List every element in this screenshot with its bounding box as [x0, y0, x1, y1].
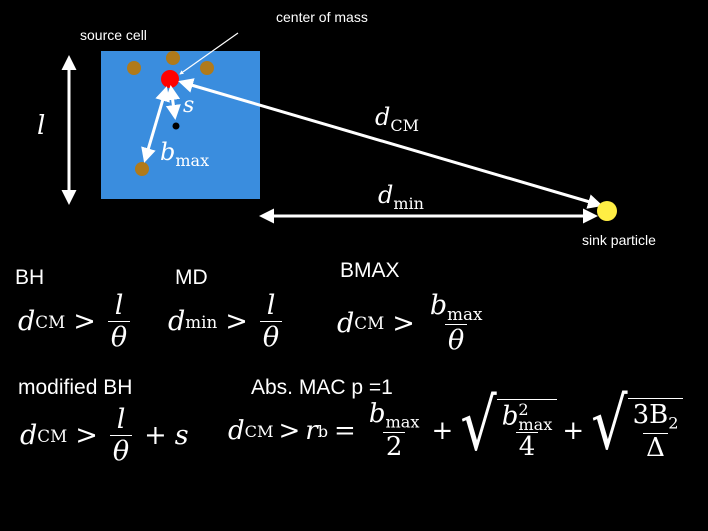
fraction: bmax 2: [366, 398, 423, 463]
particle: [166, 51, 180, 65]
math-sub: min: [185, 311, 218, 332]
denominator: θ: [107, 321, 131, 353]
radical-sign: √: [460, 384, 497, 467]
md-heading: MD: [175, 266, 208, 289]
denominator: θ: [445, 324, 468, 356]
l-label: l: [37, 111, 45, 141]
fraction: 3B2 Δ: [630, 400, 682, 464]
dcm-arrow: [178, 78, 603, 209]
source-cell-label: source cell: [80, 27, 147, 43]
math-sub: CM: [37, 425, 68, 446]
dcm-label: dCM: [375, 103, 419, 135]
bmax-arrow: [141, 86, 170, 163]
math-sub: max: [518, 415, 553, 435]
denominator: 4: [515, 432, 539, 463]
denominator: θ: [109, 435, 133, 467]
math-d: d: [18, 306, 36, 338]
math-op: >: [73, 306, 96, 338]
math-sub: CM: [244, 421, 274, 441]
math-op: +: [431, 416, 454, 447]
fraction: bmax θ: [427, 290, 486, 356]
math-sub: max: [385, 412, 420, 432]
math-op: >: [278, 416, 301, 447]
radical-sign: √: [591, 383, 628, 466]
numerator: bmax: [366, 398, 423, 432]
math-d: d: [168, 306, 186, 338]
s-label: s: [183, 93, 194, 118]
math-sub: b: [317, 421, 329, 441]
dmin-label: dmin: [378, 181, 424, 213]
numerator: l: [116, 404, 126, 435]
math-sub: CM: [35, 311, 66, 332]
math-op: >: [392, 307, 415, 339]
denominator: Δ: [643, 433, 668, 464]
math-op: +: [144, 420, 167, 452]
bh-heading: BH: [15, 266, 45, 289]
denominator: 2: [382, 431, 406, 463]
sqrt: √ 3B2 Δ: [591, 389, 684, 464]
abs-mac-heading: Abs. MAC p =1: [251, 376, 393, 399]
math-sub: 2: [668, 413, 679, 433]
particle: [127, 61, 141, 75]
sink-particle-label: sink particle: [582, 232, 656, 248]
math-d: d: [228, 416, 245, 447]
math-sub: max: [447, 303, 483, 324]
sink-particle: [597, 201, 617, 221]
math-s: s: [174, 420, 189, 452]
fraction: l θ: [259, 290, 283, 353]
math-sup: 2: [518, 399, 529, 419]
math-op: +: [562, 416, 585, 447]
center-of-mass: [161, 70, 179, 88]
math-b: b: [429, 290, 448, 321]
fraction: l θ: [107, 290, 131, 353]
particle: [200, 61, 214, 75]
math-3b: 3B: [632, 400, 669, 430]
bmax-heading: BMAX: [340, 259, 400, 282]
particle: [135, 162, 149, 176]
modified-bh-heading: modified BH: [18, 376, 133, 399]
numerator: l: [114, 290, 124, 321]
numerator: bmax: [427, 290, 486, 324]
math-d: d: [20, 420, 38, 452]
center-of-mass-label: center of mass: [276, 9, 368, 25]
math-b: b: [501, 401, 519, 432]
math-sub: CM: [354, 313, 385, 334]
center-of-mass-pointer: [179, 32, 239, 75]
math-op: =: [334, 416, 356, 447]
math-op: >: [75, 420, 98, 452]
numerator: 3B2: [630, 400, 682, 433]
fraction: l θ: [109, 404, 133, 467]
math-r: r: [305, 416, 318, 447]
numerator: l: [266, 290, 276, 321]
s-arrow: [165, 85, 181, 120]
math-b: b: [368, 398, 386, 429]
math-d: d: [337, 307, 355, 339]
denominator: θ: [259, 321, 283, 353]
cell-center-dot: [172, 122, 180, 130]
math-op: >: [225, 306, 248, 338]
radicand: 3B2 Δ: [627, 398, 684, 464]
